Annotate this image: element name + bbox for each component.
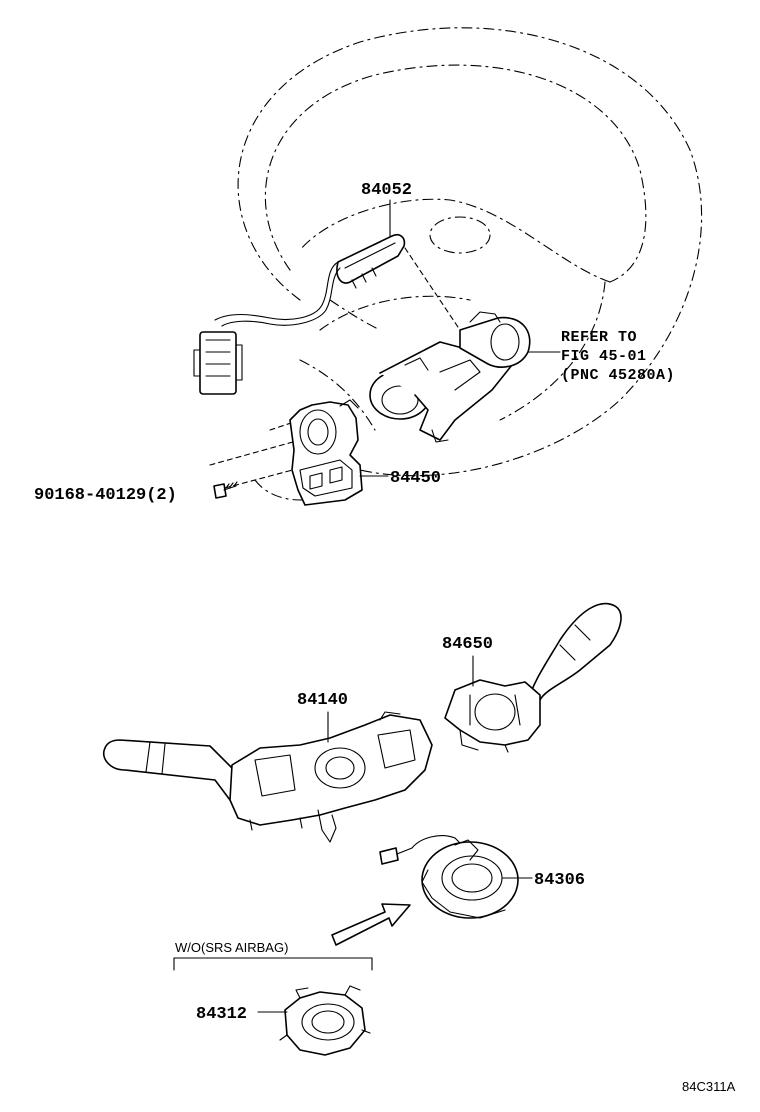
part-84450-shape [289,399,363,506]
refer-line-3: (PNC 45280A) [561,367,675,384]
label-84140: 84140 [297,691,348,710]
variant-bracket [173,957,373,971]
part-84306-shape [379,835,519,919]
label-84306: 84306 [534,871,585,890]
screw-90168-shape [213,481,238,499]
assembly-guide-lines [209,247,461,489]
replacement-arrow [331,903,411,946]
part-84312-shape [279,985,371,1056]
label-84312: 84312 [196,1005,247,1024]
part-84052-shape [193,233,406,395]
refer-line-2: FIG 45-01 [561,348,647,365]
figure-code: 84C311A [682,1079,736,1094]
label-84450: 84450 [390,469,441,488]
refer-line-1: REFER TO [561,329,637,346]
label-84052: 84052 [361,181,412,200]
label-84650: 84650 [442,635,493,654]
steering-wheel-outline [237,27,703,501]
ignition-housing-shape [369,311,531,443]
label-90168-40129: 90168-40129(2) [34,486,177,505]
part-84650-shape [444,602,622,753]
part-84140-shape [103,711,433,843]
variant-note: W/O(SRS AIRBAG) [175,940,288,955]
